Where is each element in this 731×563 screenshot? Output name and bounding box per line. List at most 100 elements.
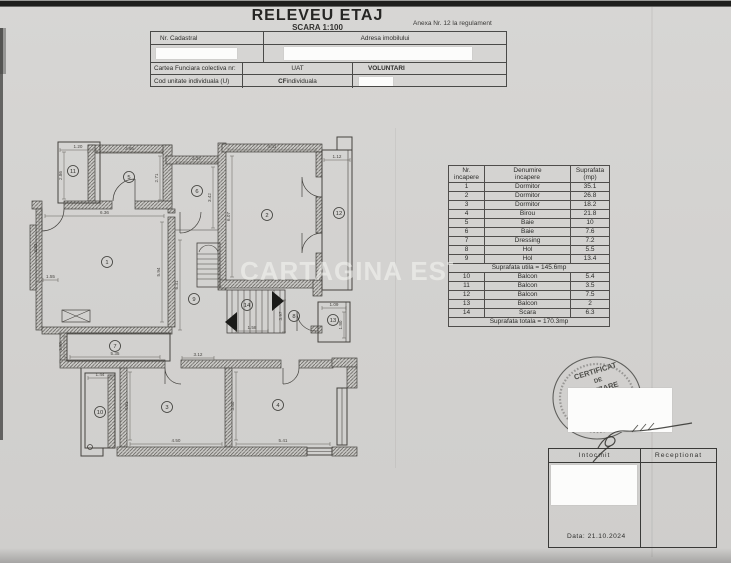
dimension-label: 5.41 xyxy=(235,438,331,446)
svg-text:1.09: 1.09 xyxy=(330,302,339,307)
room-number: 10 xyxy=(94,406,106,418)
stamp-line2: DE xyxy=(593,377,603,385)
area-table-summary-row: Suprafata utila = 145.6mp xyxy=(448,263,610,273)
nr-cadastral-value-cell xyxy=(151,45,264,62)
svg-text:3.80: 3.80 xyxy=(230,401,235,410)
scan-edge-bottom xyxy=(0,548,731,563)
date-value: 21.10.2024 xyxy=(587,533,626,540)
svg-text:1: 1 xyxy=(105,260,108,266)
receptionat-label: Receptionat xyxy=(641,449,716,463)
cf-individuala-value-cell xyxy=(353,75,506,88)
svg-text:7: 7 xyxy=(113,344,116,350)
dimension-label: 6.36 xyxy=(44,210,165,218)
svg-text:1.20: 1.20 xyxy=(74,144,83,149)
cf-colectiva-label: Cartea Funciara colectiva nr: xyxy=(151,63,243,74)
plan-outlines xyxy=(57,136,353,457)
dimension-label: 1.44 xyxy=(87,372,113,380)
svg-text:10: 10 xyxy=(97,410,103,416)
room-number: 1 xyxy=(101,256,113,268)
svg-text:1.98: 1.98 xyxy=(58,342,63,351)
dimension-label: 3.80 xyxy=(230,371,238,441)
room-number: 14 xyxy=(241,299,253,311)
scan-edge-top xyxy=(0,0,731,7)
signoff-table: Intocmit Data: 21.10.2024 Receptionat xyxy=(548,448,717,548)
scan-fold-line xyxy=(395,128,396,468)
cf-individuala-strong: CF xyxy=(278,78,287,85)
svg-text:4.50: 4.50 xyxy=(172,438,181,443)
dimension-label: 5.35 xyxy=(69,351,161,359)
room-number: 8 xyxy=(288,310,300,322)
redaction-box-cf xyxy=(359,77,393,86)
cadastral-form: Nr. Cadastral Adresa imobilului Cartea F… xyxy=(150,31,507,88)
svg-text:3.83: 3.83 xyxy=(33,243,38,252)
intocmit-label: Intocmit xyxy=(549,449,640,463)
svg-text:3: 3 xyxy=(165,405,168,411)
svg-text:1.55: 1.55 xyxy=(46,274,55,279)
svg-text:3.12: 3.12 xyxy=(194,352,203,357)
col-header-nr: Nr.incapere xyxy=(448,165,485,183)
svg-text:6.36: 6.36 xyxy=(100,210,109,215)
date-label: Data: xyxy=(567,533,586,540)
svg-text:1.12: 1.12 xyxy=(333,154,342,159)
scan-fold-line xyxy=(651,7,653,557)
scan-edge-left-smudge xyxy=(0,28,6,74)
room-number: 5 xyxy=(123,171,135,183)
dimension-label: 4.01 xyxy=(124,371,132,441)
svg-text:1.44: 1.44 xyxy=(96,372,105,377)
svg-text:14: 14 xyxy=(244,303,251,309)
svg-text:11: 11 xyxy=(70,169,76,175)
nr-cadastral-label: Nr. Cadastral xyxy=(151,32,264,44)
scale-note: SCARA 1:100 xyxy=(292,23,343,32)
dimension-label: 6.31 xyxy=(174,239,182,331)
scan-edge-left xyxy=(0,28,3,440)
svg-text:2.27: 2.27 xyxy=(192,156,201,161)
svg-text:3.65: 3.65 xyxy=(125,146,134,151)
svg-text:6.07: 6.07 xyxy=(226,212,231,221)
room-number: 3 xyxy=(161,401,173,413)
svg-text:1.58: 1.58 xyxy=(248,325,257,330)
cf-individuala-label: CF individuala xyxy=(243,75,353,88)
svg-text:1.80: 1.80 xyxy=(338,320,343,329)
dimension-label: 6.07 xyxy=(226,155,234,278)
room-number: 4 xyxy=(272,399,284,411)
area-table-summary-row: Suprafata totala = 170.3mp xyxy=(448,317,610,327)
dimension-label: 3.42 xyxy=(207,166,215,229)
stair-direction-arrow xyxy=(225,312,237,332)
svg-text:5.35: 5.35 xyxy=(111,351,120,356)
dimension-label: 1.58 xyxy=(235,325,269,333)
annex-note: Anexa Nr. 12 la regulament xyxy=(413,20,492,27)
svg-text:5: 5 xyxy=(127,175,130,181)
stair-direction-arrow xyxy=(272,291,284,311)
redaction-box-stamp xyxy=(568,388,672,432)
room-number: 7 xyxy=(109,340,121,352)
svg-text:4.01: 4.01 xyxy=(124,401,129,410)
svg-text:12: 12 xyxy=(336,211,342,217)
dimension-label: 1.09 xyxy=(321,302,347,310)
receptionat-column: Receptionat xyxy=(641,449,716,547)
signature xyxy=(592,422,693,463)
dimension-label: 1.55 xyxy=(42,274,59,282)
adresa-value-cell xyxy=(264,45,506,62)
room-number: 12 xyxy=(333,207,345,219)
cod-unitate-label: Cod unitate individuala (U) xyxy=(151,75,243,88)
room-number: 13 xyxy=(327,314,339,326)
svg-text:8: 8 xyxy=(292,314,295,320)
svg-text:2.86: 2.86 xyxy=(58,171,63,180)
dimension-label: 4.50 xyxy=(129,438,223,446)
svg-text:6.31: 6.31 xyxy=(174,280,179,289)
svg-text:6: 6 xyxy=(195,189,198,195)
dimension-label: 2.71 xyxy=(154,155,162,201)
svg-text:3.42: 3.42 xyxy=(207,193,212,202)
